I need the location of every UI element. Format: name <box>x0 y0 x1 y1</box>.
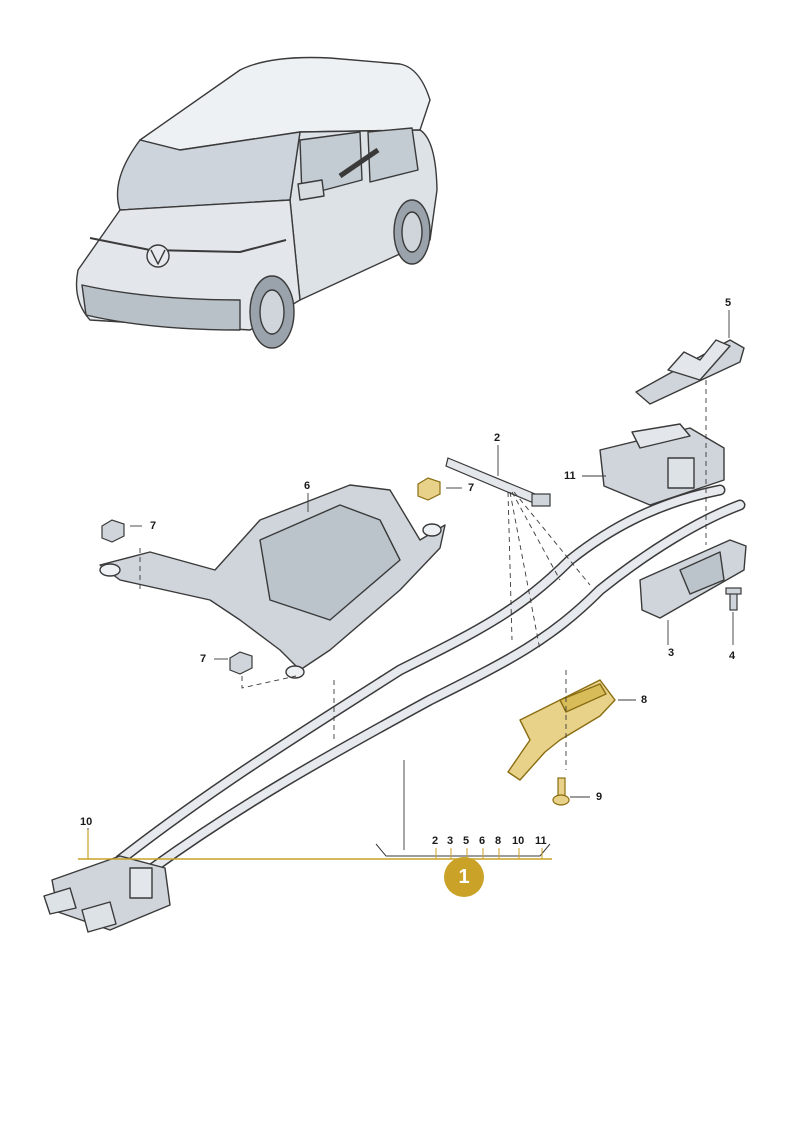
callout-11: 11 <box>564 470 576 482</box>
callout-6: 6 <box>304 480 311 492</box>
bracket-6 <box>99 484 446 679</box>
callout-7-bottom: 7 <box>200 653 207 665</box>
fasteners <box>101 477 742 806</box>
callout-2: 2 <box>494 432 501 444</box>
cable-tie-2 <box>445 457 551 507</box>
connector-rear-11 <box>599 423 725 506</box>
connector-front-10 <box>43 855 171 933</box>
vehicle-illustration <box>75 56 438 349</box>
summary-item-5: 5 <box>463 835 470 847</box>
callout-5: 5 <box>725 297 732 309</box>
summary-item-2: 2 <box>432 835 439 847</box>
summary-item-6: 6 <box>479 835 486 847</box>
clip-5 <box>635 339 745 405</box>
cover-3 <box>639 539 747 619</box>
callout-7-left: 7 <box>150 520 157 532</box>
callout-9: 9 <box>596 791 603 803</box>
main-part-badge[interactable]: 1 <box>444 857 484 897</box>
callout-10: 10 <box>80 816 93 828</box>
nut-7-bottom <box>229 651 253 675</box>
leader-lines <box>87 310 734 856</box>
summary-item-10: 10 <box>512 835 525 847</box>
summary-item-3: 3 <box>447 835 454 847</box>
summary-item-8: 8 <box>495 835 502 847</box>
callout-7-top: 7 <box>468 482 475 494</box>
callout-4: 4 <box>729 650 736 662</box>
holder-8 <box>507 679 616 781</box>
high-voltage-cable <box>114 484 746 876</box>
callout-8: 8 <box>641 694 648 706</box>
summary-item-11: 11 <box>535 835 547 847</box>
nut-7-top <box>417 477 441 501</box>
callout-3: 3 <box>668 647 675 659</box>
nut-7-left <box>101 519 125 543</box>
